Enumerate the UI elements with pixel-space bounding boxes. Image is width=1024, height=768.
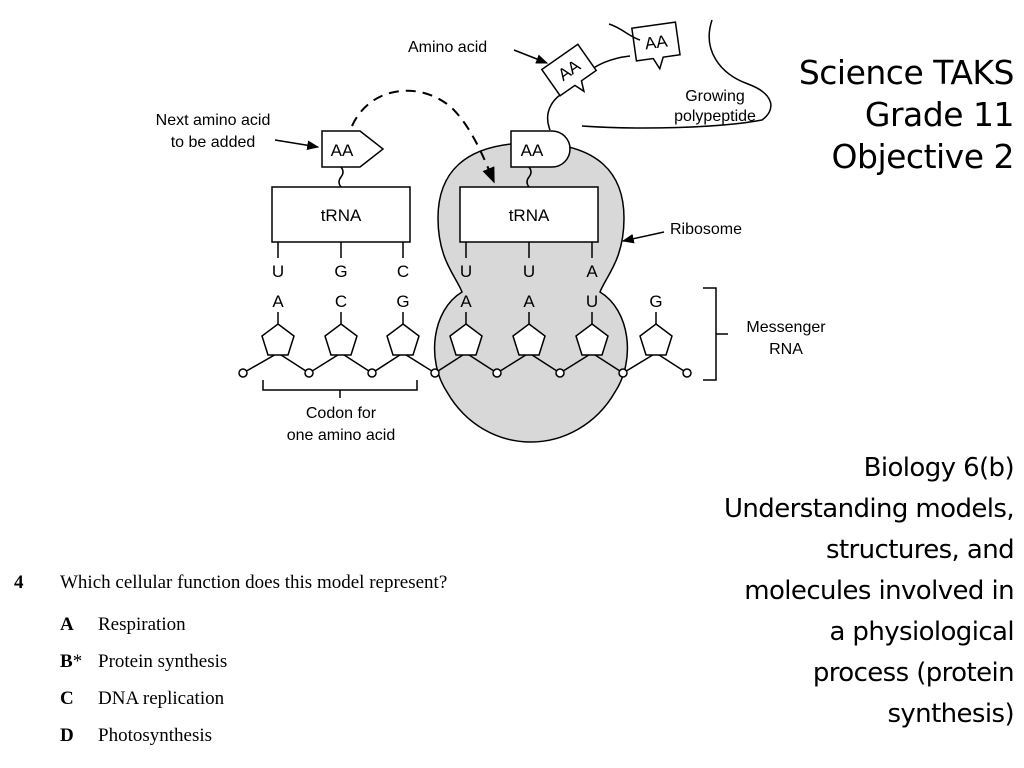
- growing-polypeptide-label: polypeptide: [674, 108, 756, 125]
- nucleotide: [512, 312, 546, 356]
- messenger-rna-label: RNA: [769, 341, 803, 358]
- ribosome-label: Ribosome: [670, 221, 742, 238]
- nucleotides: [261, 312, 673, 356]
- slide-title: Science TAKS Grade 11 Objective 2: [714, 52, 1015, 178]
- codon-label: Codon for: [306, 405, 377, 422]
- amino-acid-label: Amino acid: [408, 39, 487, 56]
- anticodon-base: U: [272, 262, 284, 281]
- nucleotide: [324, 312, 358, 356]
- trna-label: tRNA: [321, 206, 362, 225]
- mrna-base: A: [460, 292, 472, 311]
- dashed-move-arrow: [351, 89, 495, 184]
- mrna-base: G: [649, 292, 662, 311]
- answer-choice-b: B* Protein synthesis: [14, 651, 614, 688]
- amino-acid-tag-label: AA: [331, 141, 354, 160]
- choice-letter: A: [60, 614, 74, 635]
- choice-text: Protein synthesis: [98, 651, 228, 672]
- anticodon-base: A: [586, 262, 598, 281]
- nucleotide: [575, 312, 609, 356]
- mrna-base: A: [523, 292, 535, 311]
- protein-synthesis-diagram: A C G A A U G tRNA U G C AA tRNA: [156, 19, 826, 444]
- standard-line: molecules involved in: [744, 576, 1014, 606]
- nucleotide: [449, 312, 483, 356]
- polypeptide-chain: AA AA: [540, 19, 772, 131]
- mrna-base: A: [272, 292, 284, 311]
- messenger-bracket: [703, 287, 728, 381]
- standard-description: Biology 6(b) Understanding models, struc…: [634, 448, 1015, 735]
- choice-letter: D: [60, 725, 74, 746]
- amino-acid-tag: [540, 43, 598, 97]
- standard-line: Understanding models,: [724, 494, 1015, 524]
- messenger-rna-label: Messenger: [746, 319, 826, 336]
- polypeptide-boundary: [581, 19, 772, 129]
- question-number: 4: [14, 572, 24, 593]
- choice-text: DNA replication: [98, 688, 225, 709]
- amino-acid-tag: [631, 21, 681, 71]
- label-arrows: [274, 49, 665, 244]
- trna-right: tRNA U U A AA: [459, 130, 599, 281]
- anticodon-base: U: [523, 262, 535, 281]
- question-block: 4 Which cellular function does this mode…: [14, 572, 614, 762]
- title-line: Science TAKS: [798, 53, 1015, 92]
- next-amino-acid-label: to be added: [171, 134, 256, 151]
- nucleotide: [386, 312, 420, 356]
- title-line: Objective 2: [831, 137, 1015, 176]
- choice-letter: C: [60, 688, 74, 709]
- codon-bracket: [262, 380, 418, 398]
- answer-choice-a: A Respiration: [14, 614, 614, 651]
- nucleotide: [261, 312, 295, 356]
- trna-label: tRNA: [509, 206, 550, 225]
- standard-line: structures, and: [826, 535, 1015, 565]
- growing-polypeptide-label: Growing: [685, 88, 745, 105]
- standard-line: Biology 6(b): [863, 453, 1015, 483]
- standard-line: synthesis): [887, 699, 1014, 729]
- correct-answer-mark: *: [72, 651, 83, 672]
- title-line: Grade 11: [864, 95, 1015, 134]
- answer-choices: A Respiration B* Protein synthesis C DNA…: [14, 614, 614, 762]
- polypeptide-boundary: [608, 23, 641, 41]
- mrna-base: G: [396, 292, 409, 311]
- anticodon-base: C: [397, 262, 409, 281]
- amino-acid-tag: [321, 130, 385, 168]
- question-text: Which cellular function does this model …: [60, 572, 448, 593]
- answer-choice-d: D Photosynthesis: [14, 725, 614, 762]
- amino-acid-tag: [510, 130, 571, 168]
- trna-left: tRNA U G C AA: [271, 130, 411, 281]
- mrna-base: U: [586, 292, 598, 311]
- next-amino-acid-label: Next amino acid: [156, 112, 271, 129]
- amino-acid-tag-label: AA: [521, 141, 544, 160]
- choice-text: Respiration: [98, 614, 186, 635]
- nucleotide: [639, 312, 673, 356]
- choice-text: Photosynthesis: [98, 725, 213, 746]
- codon-label: one amino acid: [287, 427, 396, 444]
- phosphate-circles: [238, 368, 692, 378]
- answer-choice-c: C DNA replication: [14, 688, 614, 725]
- mrna-bases: A C G A A U G: [272, 292, 662, 311]
- anticodon-base: G: [334, 262, 347, 281]
- amino-acid-tag-label: AA: [644, 31, 670, 53]
- standard-line: a physiological: [829, 617, 1014, 647]
- mrna-base: C: [335, 292, 347, 311]
- question-prompt: 4 Which cellular function does this mode…: [14, 572, 614, 594]
- standard-line: process (protein: [812, 658, 1015, 688]
- anticodon-base: U: [460, 262, 472, 281]
- choice-letter: B*: [60, 651, 83, 672]
